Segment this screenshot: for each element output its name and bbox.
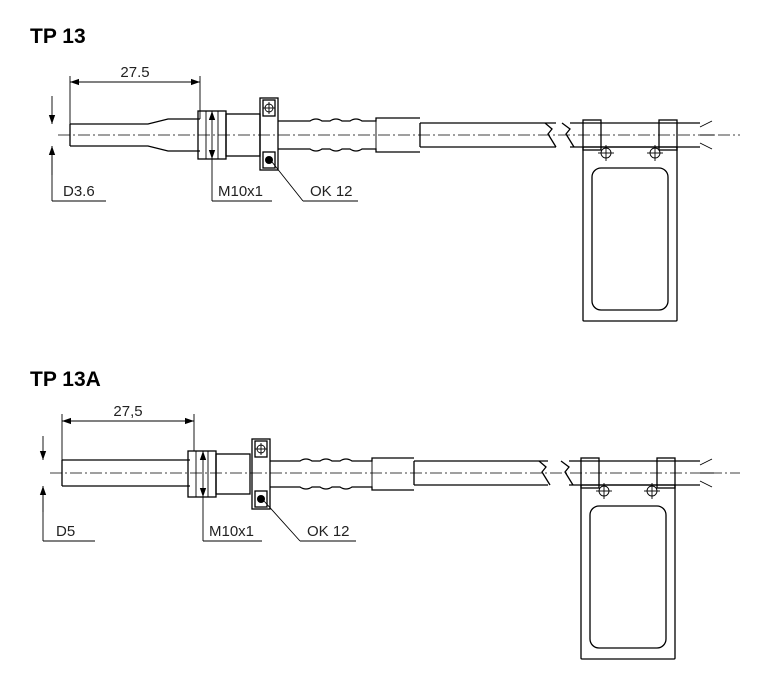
- wrench-label: OK 12: [307, 523, 350, 540]
- thread-dimension: M10x1: [208, 111, 272, 202]
- thread-dimension: M10x1: [199, 451, 262, 542]
- thread-label: M10x1: [209, 523, 254, 540]
- section-title: TP 13: [30, 25, 86, 48]
- length-dimension: 27.5: [69, 64, 201, 124]
- length-label: 27,5: [113, 403, 142, 420]
- wrench-callout: OK 12: [263, 500, 356, 542]
- wrench-label: OK 12: [310, 183, 353, 200]
- length-label: 27.5: [120, 64, 149, 81]
- diameter-label: D5: [56, 523, 75, 540]
- diameter-label: D3.6: [63, 183, 95, 200]
- mounting-bracket: [580, 483, 676, 660]
- wrench-callout: OK 12: [271, 161, 358, 202]
- section-tp13: TP 13: [30, 25, 740, 322]
- sensor-probe: [50, 438, 740, 510]
- section-title: TP 13A: [30, 368, 101, 391]
- section-tp13a: TP 13A: [30, 368, 740, 660]
- mounting-bracket: [582, 145, 678, 322]
- sensor-probe: [58, 97, 740, 171]
- diameter-dimension: D3.6: [48, 96, 106, 202]
- thread-label: M10x1: [218, 183, 263, 200]
- length-dimension: 27,5: [61, 403, 195, 460]
- diameter-dimension: D5: [39, 436, 95, 542]
